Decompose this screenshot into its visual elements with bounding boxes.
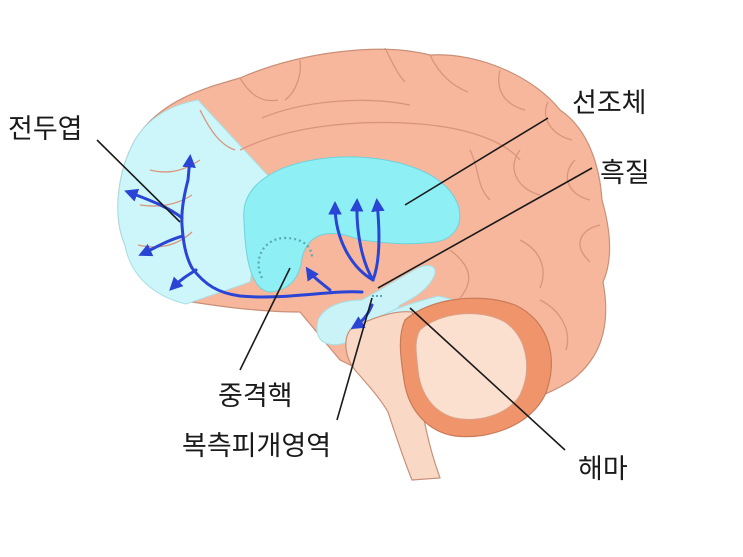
leader-vta <box>336 297 373 421</box>
label-nucleus-accumbens: 중격핵 <box>218 381 293 412</box>
label-ventral-tegmental-area: 복측피개영역 <box>182 431 331 462</box>
leader-substantia-nigra <box>377 167 593 289</box>
label-frontal-lobe: 전두엽 <box>8 114 83 145</box>
dopamine-pathways <box>124 153 385 330</box>
leader-hippocampus <box>409 307 566 451</box>
frontal-branch-low <box>169 268 198 291</box>
nigrostriatal-right <box>371 197 385 282</box>
leader-lines <box>96 117 593 451</box>
leader-striatum <box>404 117 549 206</box>
label-striatum: 선조체 <box>572 88 647 119</box>
nigrostriatal-left <box>328 200 375 282</box>
label-substantia-nigra: 흑질 <box>600 158 650 189</box>
mesolimbic-to-accumbens <box>305 266 332 292</box>
cerebellum-inner <box>415 313 528 420</box>
leader-nucleus-accumbens <box>239 267 291 371</box>
leader-frontal-lobe <box>96 139 181 223</box>
frontal-branch-mid <box>138 234 185 257</box>
nucleus-accumbens-dotted <box>257 236 314 279</box>
frontal-lobe-region <box>117 99 273 305</box>
frontal-branch-top <box>124 188 184 220</box>
nigrostriatal-mid <box>349 197 375 282</box>
label-hippocampus: 해마 <box>578 454 628 485</box>
vta-to-midbrain <box>350 303 374 330</box>
